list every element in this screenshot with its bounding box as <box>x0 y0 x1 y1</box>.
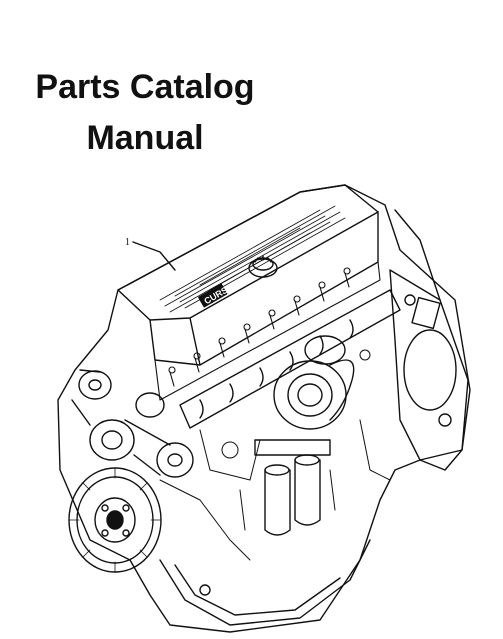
title-line-1: Parts Catalog <box>35 68 255 106</box>
vibration-damper <box>68 467 162 573</box>
flywheel-housing <box>389 209 469 461</box>
oil-pan <box>159 539 371 626</box>
cylinder-head <box>154 261 381 401</box>
valve-cover: CURSOR <box>117 184 379 366</box>
belt-drive <box>71 369 194 478</box>
fuel-filters <box>254 439 331 536</box>
block-details <box>159 349 391 561</box>
callout-label: 1 <box>125 237 130 248</box>
engine-outline <box>57 184 471 633</box>
callout-leader <box>132 241 176 271</box>
title-line-2: Manual <box>86 119 204 157</box>
turbocharger <box>273 335 355 430</box>
exhaust-manifold <box>179 289 401 429</box>
cursor-badge <box>198 283 228 308</box>
